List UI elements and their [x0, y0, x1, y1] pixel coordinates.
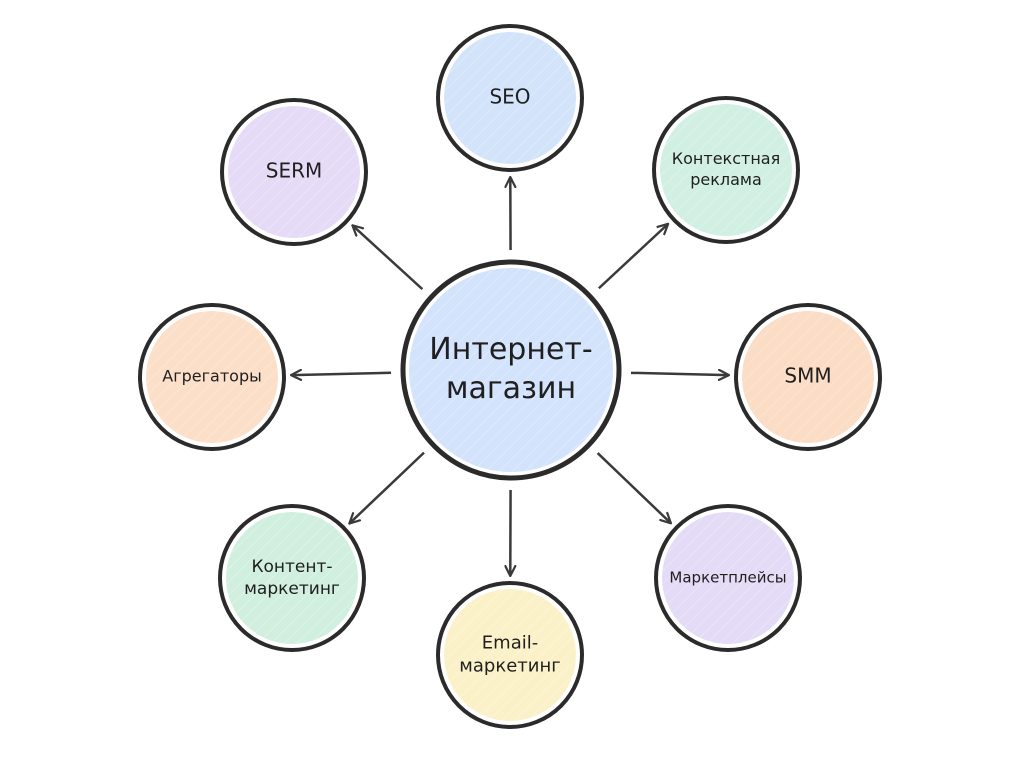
- node-content-marketing-label-line-1: Контент-: [251, 557, 332, 577]
- node-content-marketing: Контент-маркетинг: [218, 504, 366, 652]
- node-outline: [436, 24, 584, 172]
- node-email-marketing-label-line-1: Email-: [482, 632, 538, 653]
- arrow-to-serm: [353, 226, 424, 291]
- node-outline: [220, 98, 368, 246]
- center-outline: [400, 259, 622, 481]
- fill-hatch: [409, 268, 613, 472]
- connectors-layer: [292, 178, 728, 575]
- node-seo: SEO: [436, 24, 584, 172]
- arrow-to-content-marketing: [350, 451, 425, 523]
- node-email-marketing-label-line-2: маркетинг: [459, 656, 560, 677]
- node-marketplaces-label-line-1: Маркетплейсы: [669, 569, 786, 587]
- node-context-ads-label-line-1: Контекстная: [672, 149, 780, 168]
- node-outline: [734, 303, 882, 451]
- node-seo-label-line-1: SEO: [489, 85, 530, 109]
- node-outline: [436, 581, 584, 729]
- node-aggregators-label-line-1: Агрегаторы: [162, 367, 261, 386]
- node-outline: [138, 303, 286, 451]
- node-context-ads-label-line-2: реклама: [690, 170, 762, 189]
- node-content-marketing-label-line-2: маркетинг: [244, 579, 340, 599]
- node-aggregators: Агрегаторы: [138, 303, 286, 451]
- center-label-line-2: магазин: [446, 371, 576, 406]
- node-outline: [654, 504, 802, 652]
- arrow-to-smm: [630, 373, 728, 375]
- arrow-to-aggregators: [292, 373, 392, 375]
- node-smm: SMM: [734, 303, 882, 451]
- node-email-marketing: Email-маркетинг: [436, 581, 584, 729]
- node-outline: [652, 96, 800, 244]
- center-label-line-1: Интернет-: [429, 332, 592, 367]
- arrow-to-context-ads: [598, 224, 668, 290]
- center-node: Интернет-магазин: [400, 259, 622, 481]
- node-serm-label-line-1: SERM: [266, 159, 322, 183]
- node-outline: [218, 504, 366, 652]
- center-node-group: Интернет-магазин: [400, 259, 622, 481]
- node-context-ads: Контекстная реклама: [652, 96, 800, 244]
- arrow-to-marketplaces: [596, 452, 671, 523]
- node-smm-label-line-1: SMM: [784, 364, 831, 388]
